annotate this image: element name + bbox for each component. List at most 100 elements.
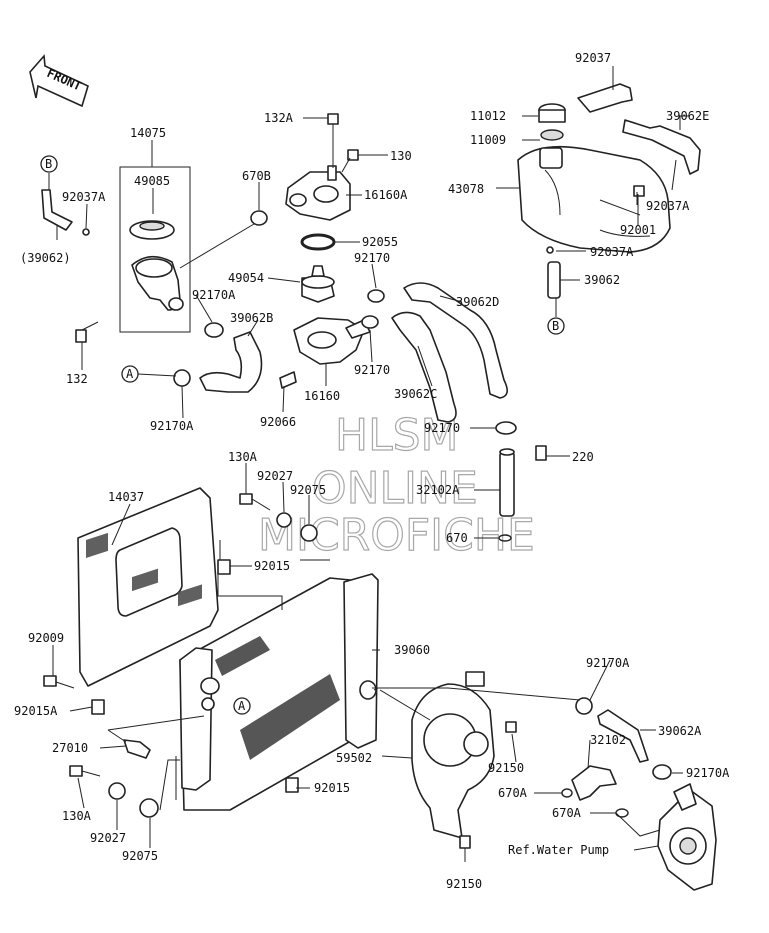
- hose-39062b: [199, 331, 263, 393]
- grommet-92015-lower: [285, 777, 299, 793]
- hose-39062d: [403, 282, 508, 399]
- part-label: 16160: [304, 389, 340, 403]
- part-label: 92150: [488, 761, 524, 775]
- part-label: 11012: [470, 109, 506, 123]
- part-label: 92075: [290, 483, 326, 497]
- part-label: 132: [66, 372, 88, 386]
- bolt-92150-lower: [459, 835, 471, 849]
- o-ring-670a-a: [561, 788, 573, 798]
- part-label: 130A: [228, 450, 258, 464]
- part-label: 49085: [134, 174, 170, 188]
- part-label: 670A: [498, 786, 528, 800]
- part-label: 49054: [228, 271, 264, 285]
- part-label: 43078: [448, 182, 484, 196]
- thermostat-49054: [301, 265, 335, 303]
- part-label: 92037: [575, 51, 611, 65]
- marker-a-lower-text: A: [238, 699, 246, 713]
- part-label: 92015: [314, 781, 350, 795]
- marker-a-upper-text: A: [126, 367, 134, 381]
- damper-92075-lower: [139, 798, 159, 818]
- part-label: 92037A: [646, 199, 690, 213]
- reservoir-tank: [517, 145, 671, 253]
- part-label: 92027: [257, 469, 293, 483]
- bolt-132: [75, 321, 99, 343]
- part-label: 92170: [354, 251, 390, 265]
- reservoir-hose-39062: [547, 261, 561, 299]
- part-label: 39062D: [456, 295, 499, 309]
- collar-92027-lower: [108, 782, 126, 800]
- damper-92075-upper: [300, 524, 318, 542]
- part-label: 32102A: [416, 483, 460, 497]
- grommet-92015a: [91, 699, 105, 715]
- part-label: 92170A: [686, 766, 730, 780]
- watermark-line-2: ONLINE: [312, 463, 478, 514]
- hose-39062a: [597, 709, 649, 763]
- watermark-line-3: MICROFICHE: [258, 510, 535, 561]
- marker-b-right: [547, 317, 565, 335]
- part-label: 92170A: [192, 288, 236, 302]
- o-ring-670: [498, 534, 512, 542]
- part-label: 92037A: [590, 245, 634, 259]
- pipe-32102: [571, 765, 617, 801]
- filler-neck-group: [119, 166, 191, 333]
- hose-39062c: [391, 311, 457, 423]
- part-label: 670A: [552, 806, 582, 820]
- fan-switch-27010: [123, 739, 151, 759]
- marker-a-lower: [233, 697, 251, 715]
- bolt-92009: [43, 675, 75, 689]
- marker-b-left-text: B: [45, 157, 52, 171]
- part-label: 92170: [354, 363, 390, 377]
- part-label: 59502: [336, 751, 372, 765]
- part-label: 132A: [264, 111, 294, 125]
- clamp-92170-c: [495, 421, 517, 435]
- o-ring-92055: [300, 233, 336, 251]
- clamp-92170-b: [361, 315, 379, 329]
- radiator-guard-14037: [77, 487, 219, 687]
- reservoir-bracket: [577, 83, 633, 113]
- leader-lines: [48, 66, 690, 862]
- pipe-32102a: [499, 448, 515, 517]
- clamp-92170a-pump-lower: [652, 764, 672, 780]
- part-label: 39060: [394, 643, 430, 657]
- part-label: 130A: [62, 809, 92, 823]
- part-label: 92015A: [14, 704, 58, 718]
- part-label: 39062A: [658, 724, 702, 738]
- part-label: (39062): [20, 251, 71, 265]
- part-label: 92170A: [150, 419, 194, 433]
- clamp-92170a-upper: [204, 322, 224, 338]
- bolt-130a-upper: [239, 493, 271, 511]
- part-label: 92001: [620, 223, 656, 237]
- grommet-92015-upper: [217, 559, 231, 575]
- overflow-hose-39062e: [622, 119, 701, 175]
- o-ring-670a-b: [615, 808, 629, 818]
- part-label: 92015: [254, 559, 290, 573]
- thermostat-housing-16160a: [285, 165, 351, 221]
- clamp-92170a-pump-upper: [575, 697, 593, 715]
- water-pump-reference: [657, 783, 717, 891]
- part-label: 11009: [470, 133, 506, 147]
- part-label: 32102: [590, 733, 626, 747]
- part-label: 670B: [242, 169, 271, 183]
- front-arrow-icon: FRONT: [29, 54, 89, 108]
- part-label: 92009: [28, 631, 64, 645]
- bolt-220: [535, 445, 547, 461]
- bolt-132a-top: [327, 113, 339, 168]
- part-label: 16160A: [364, 188, 408, 202]
- clamp-92170-a: [367, 289, 385, 303]
- radiator-39060: [179, 573, 379, 811]
- part-label: 92170A: [586, 656, 630, 670]
- reference-note: Ref.Water Pump: [508, 843, 609, 857]
- part-label: 92066: [260, 415, 296, 429]
- part-label: 92055: [362, 235, 398, 249]
- collar-92027-upper: [276, 512, 292, 528]
- part-label: 92075: [122, 849, 158, 863]
- marker-b-left: [40, 155, 58, 173]
- thermostat-cover-16160: [293, 317, 371, 365]
- marker-b-right-text: B: [552, 319, 559, 333]
- part-label: 130: [390, 149, 412, 163]
- part-label: 39062E: [666, 109, 709, 123]
- clamp-92170a-lower: [173, 369, 191, 387]
- fan-59502: [411, 671, 495, 839]
- part-label: 14037: [108, 490, 144, 504]
